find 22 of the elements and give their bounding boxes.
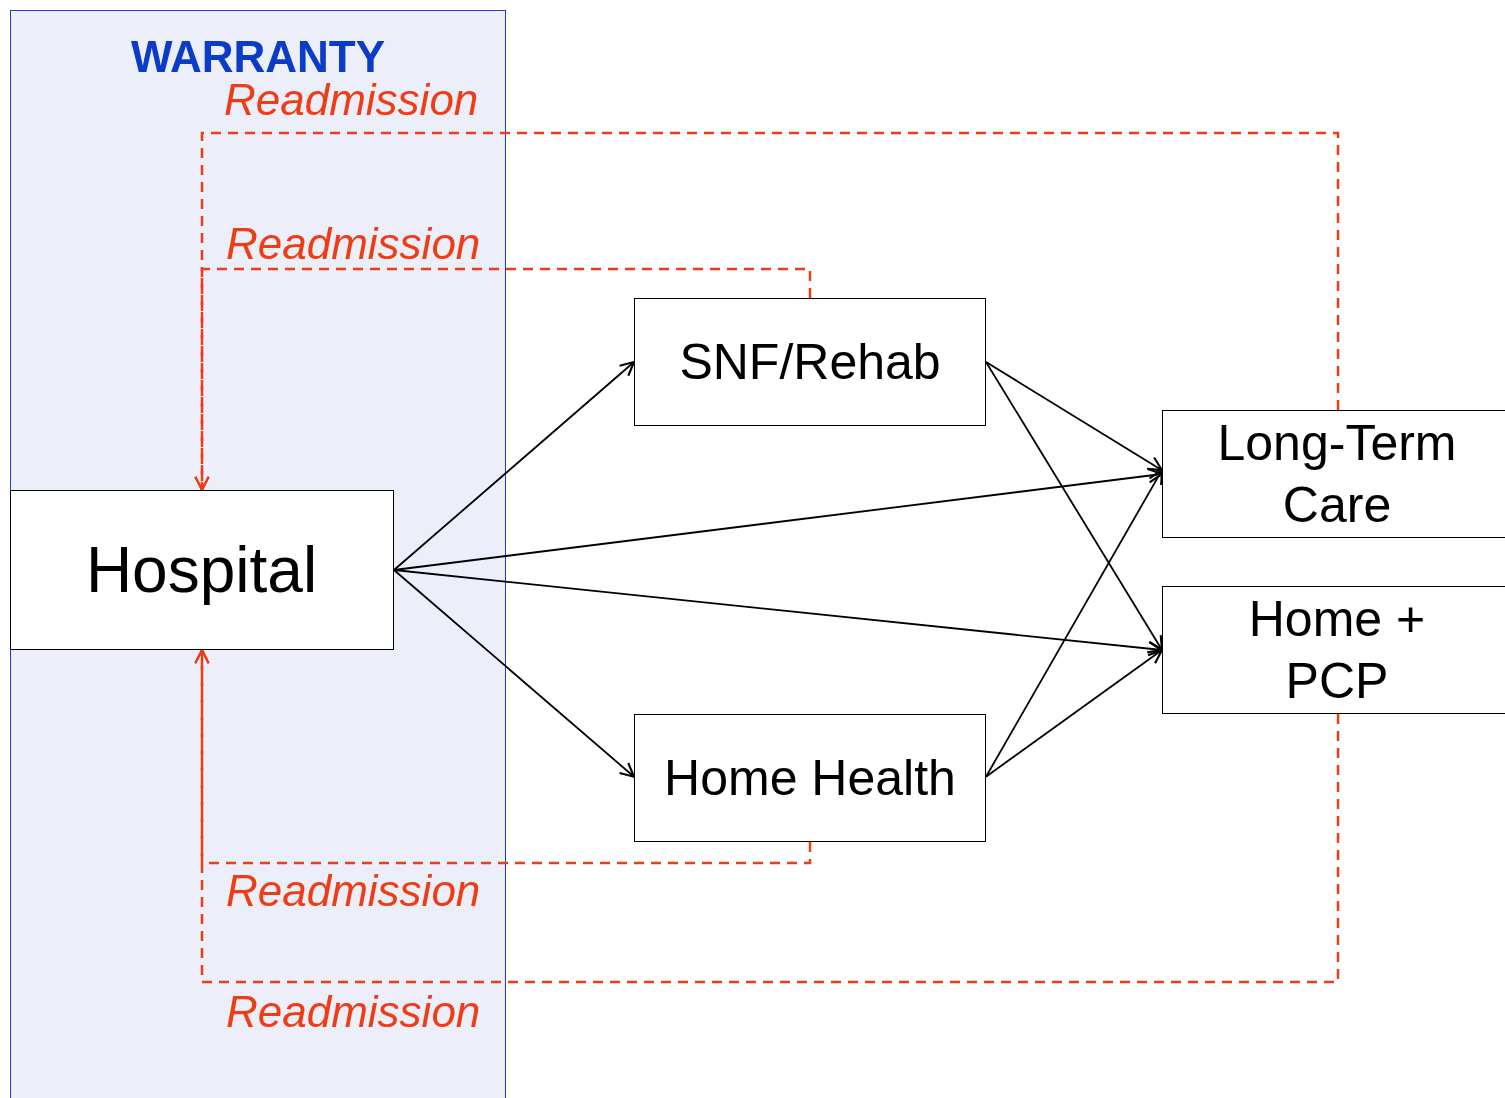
- edge-label: Readmission: [226, 990, 481, 1034]
- warranty-band: [10, 10, 506, 1098]
- box-label: Long-Term Care: [1216, 413, 1458, 535]
- process-box: [1162, 410, 1505, 538]
- dashed-arrow: [194, 648, 1340, 984]
- arrow: [393, 360, 636, 571]
- arrow: [985, 361, 1164, 652]
- process-box: [634, 298, 986, 426]
- arrow: [985, 361, 1164, 472]
- process-box: [1162, 586, 1505, 714]
- box-label: Home Health: [664, 748, 956, 808]
- process-box: [634, 714, 986, 842]
- edge-label: Readmission: [226, 222, 481, 266]
- box-label: SNF/Rehab: [679, 332, 941, 392]
- arrow: [985, 648, 1164, 778]
- process-box: [9, 489, 394, 650]
- edge-label: Readmission: [226, 869, 481, 913]
- box-label: Home + PCP: [1247, 589, 1427, 711]
- box-label: Hospital: [85, 532, 318, 608]
- arrow: [985, 469, 1164, 778]
- arrow: [393, 569, 636, 778]
- dashed-arrow: [194, 267, 812, 492]
